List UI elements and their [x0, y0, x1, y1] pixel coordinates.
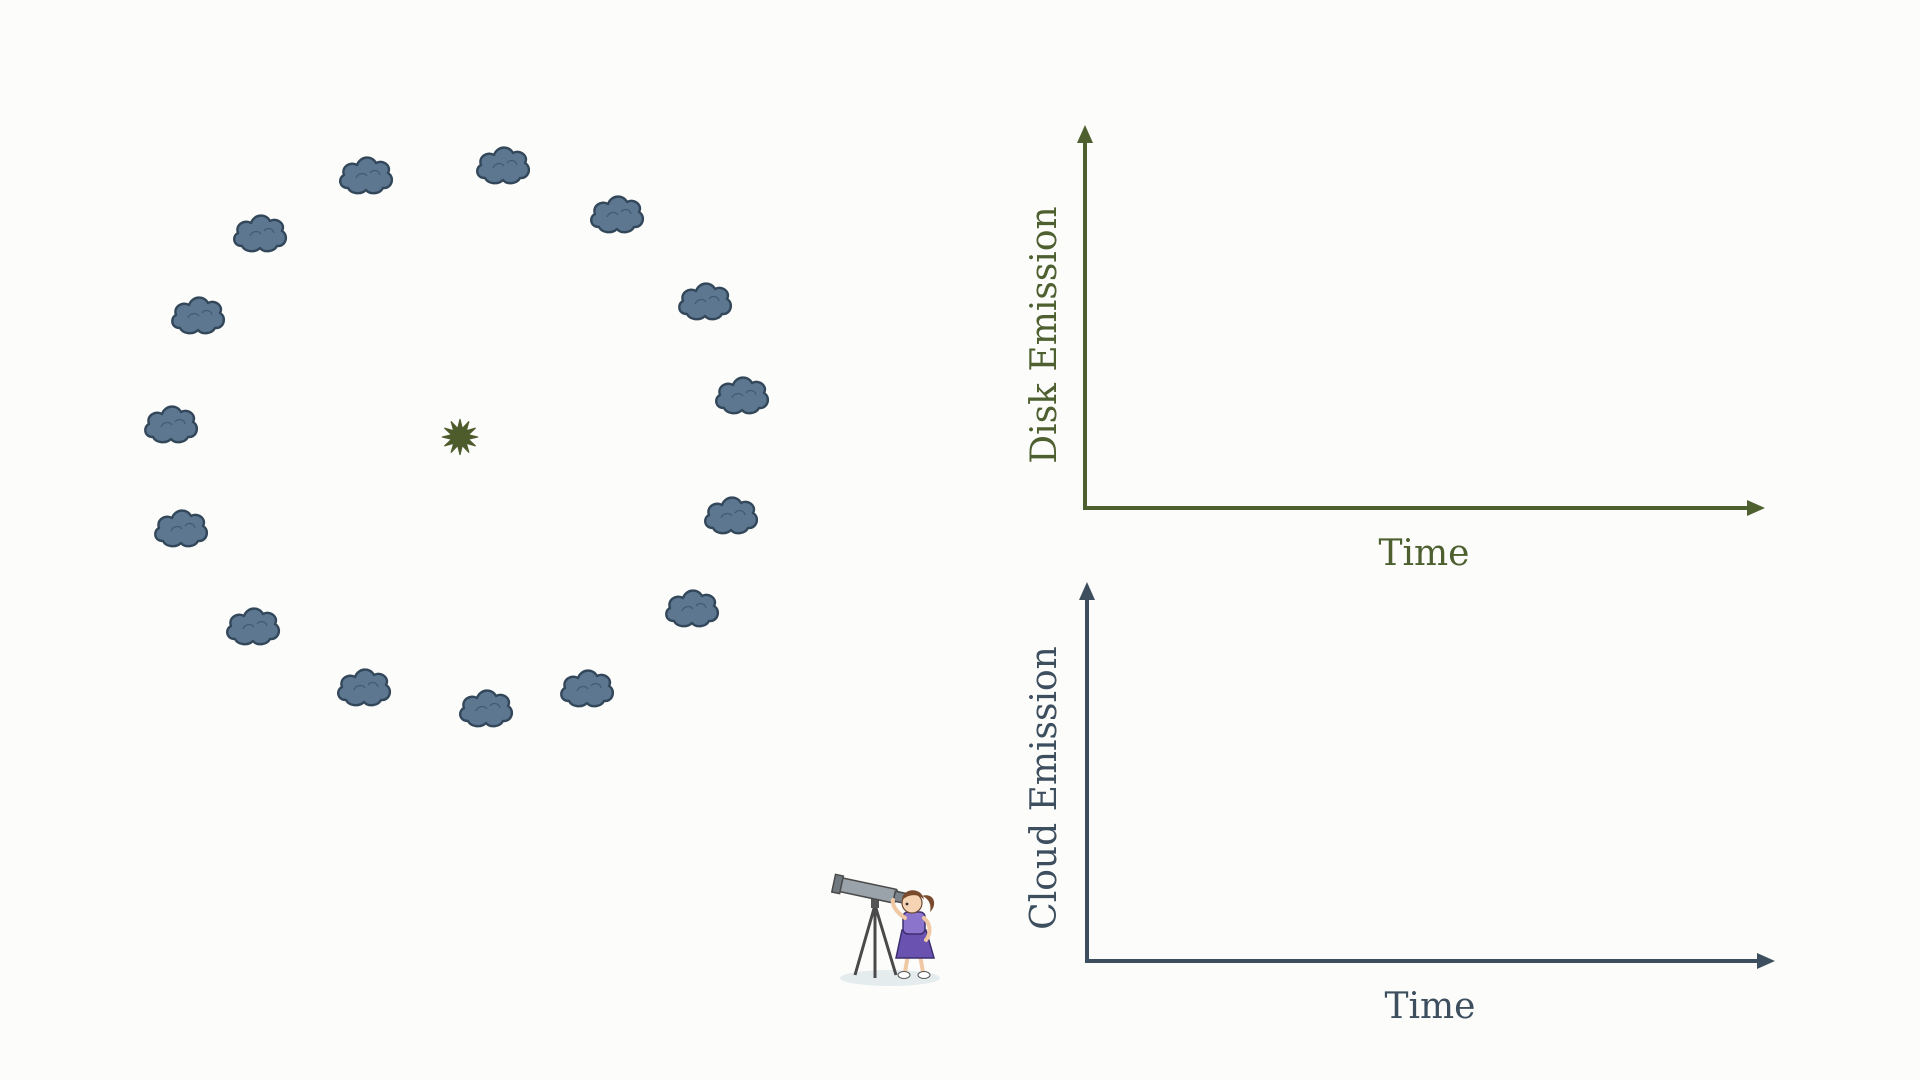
cloud-icon: [704, 496, 759, 535]
disk-y-arrowhead: [1077, 125, 1093, 143]
cloud-y-arrowhead: [1079, 582, 1095, 600]
cloud-icon: [665, 589, 720, 628]
cloud-icon: [560, 669, 615, 708]
disk-y-label: Disk Emission: [1024, 206, 1065, 463]
cloud-icon: [144, 405, 199, 444]
cloud-icon: [154, 509, 209, 548]
cloud-icon: [459, 689, 514, 728]
cloud-icon: [337, 668, 392, 707]
star-burst-icon: [441, 418, 479, 456]
disk-x-arrowhead: [1747, 500, 1765, 516]
cloud-icon: [590, 195, 645, 234]
cloud-icon: [678, 282, 733, 321]
disk-x-label: Time: [1379, 533, 1470, 574]
cloud-x-arrowhead: [1757, 953, 1775, 969]
cloud-y-label: Cloud Emission: [1024, 646, 1065, 930]
cloud-icon: [233, 214, 288, 253]
cloud-icon: [339, 156, 394, 195]
girl-with-telescope-icon: [830, 873, 940, 986]
disk-emission-plot: Disk Emission Time: [1024, 125, 1765, 574]
cloud-icon: [715, 376, 770, 415]
cloud-icon: [476, 146, 531, 185]
cloud-icon: [171, 296, 226, 335]
cloud-x-label: Time: [1385, 986, 1476, 1027]
cloud-emission-plot: Cloud Emission Time: [1024, 582, 1775, 1027]
cloud-icon: [226, 607, 281, 646]
